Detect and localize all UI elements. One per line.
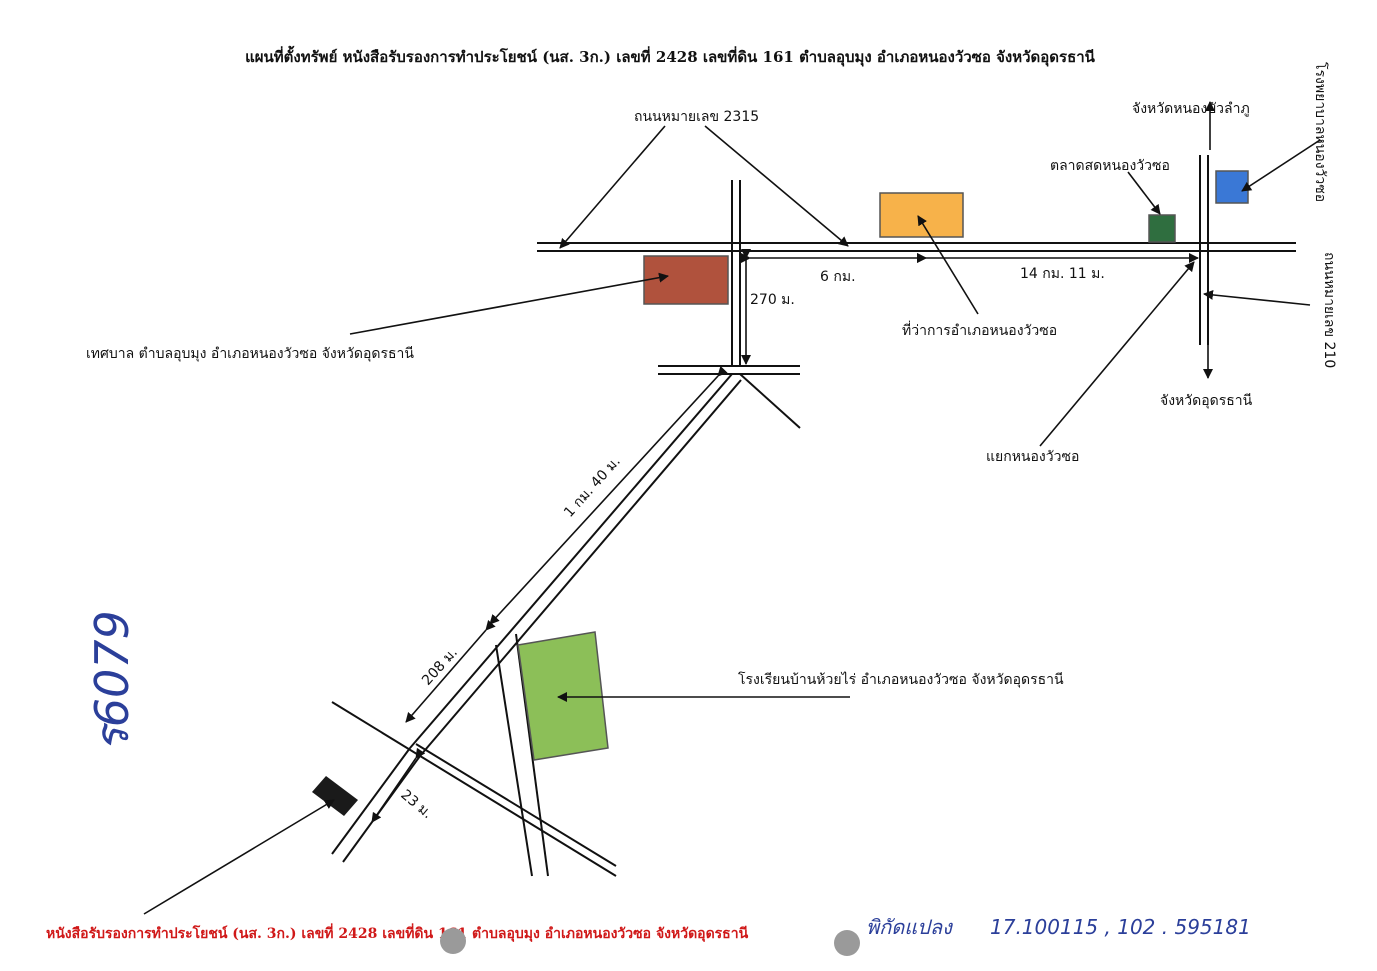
hospital-label: โรงพยาบาลหนองวัวซอ — [1312, 62, 1329, 202]
market-label: ตลาดสดหนองวัวซอ — [1050, 158, 1170, 174]
municipality-label: เทศบาล ตำบลอุบมุง อำเภอหนองวัวซอ จังหวัด… — [86, 346, 414, 362]
municipality-box — [643, 255, 729, 305]
parcel-marker — [312, 776, 358, 816]
to-nongbualamphu-label: จังหวัดหนองบัวลำภู — [1132, 101, 1250, 117]
road-2315-label: ถนนหมายเลข 2315 — [634, 109, 759, 125]
road-2315 — [537, 242, 1296, 252]
binder-hole-right — [834, 930, 860, 956]
handwritten-coords: 17.100115 , 102 . 595181 — [990, 915, 1251, 939]
district-office-box — [879, 192, 964, 238]
road-210 — [1199, 155, 1209, 345]
market-box — [1148, 214, 1176, 243]
junction-label: แยกหนองวัวซอ — [986, 449, 1079, 465]
binder-hole-left — [440, 928, 466, 954]
school-box — [517, 631, 609, 761]
pointer-arrows — [143, 101, 1321, 915]
school-label: โรงเรียนบ้านห้วยไร่ อำเภอหนองวัวซอ จังหว… — [738, 671, 1064, 688]
hospital-box — [1215, 170, 1249, 204]
distance-23m: 23 ม. — [397, 787, 435, 822]
distance-arrows — [371, 249, 1199, 823]
handwritten-code: ร6079 — [85, 610, 139, 752]
handwritten-coords-label: พิกัดแปลง — [866, 915, 953, 939]
distance-6km: 6 กม. — [820, 269, 856, 285]
map-title: แผนที่ตั้งทรัพย์ หนังสือรับรองการทำประโย… — [245, 45, 1096, 67]
district-office-label: ที่ว่าการอำเภอหนองวัวซอ — [902, 321, 1057, 339]
road-210-label: ถนนหมายเลข 210 — [1321, 252, 1337, 368]
distance-14km: 14 กม. 11 ม. — [1020, 266, 1105, 282]
to-udon-label: จังหวัดอุดรธานี — [1160, 393, 1253, 409]
parcel-caption: หนังสือรับรองการทำประโยชน์ (นส. 3ก.) เลข… — [46, 923, 749, 942]
distance-270m: 270 ม. — [750, 292, 795, 308]
